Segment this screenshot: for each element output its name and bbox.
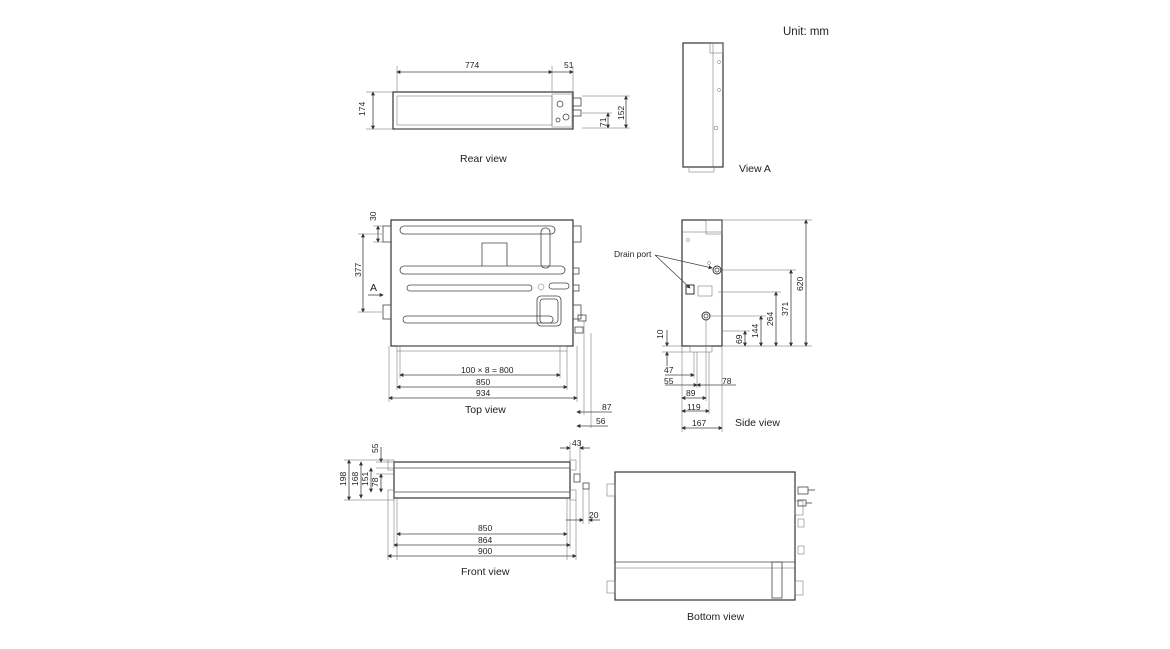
dim-top-pitch: 100 × 8 = 800 xyxy=(461,365,514,375)
dim-rear-174: 174 xyxy=(357,102,367,116)
dim-front-198: 198 xyxy=(338,472,348,486)
bottom-view-label: Bottom view xyxy=(687,611,745,623)
dim-rear-152: 152 xyxy=(616,106,626,120)
dim-rear-51: 51 xyxy=(564,60,574,70)
dim-front-20: 20 xyxy=(589,510,599,520)
dim-front-168: 168 xyxy=(350,472,360,486)
dim-top-934: 934 xyxy=(476,388,490,398)
dim-side-144: 144 xyxy=(750,324,760,338)
arrow-a-label: A xyxy=(370,282,377,294)
front-view: 55 43 198 168 151 78 850 864 900 20 xyxy=(338,438,600,578)
dim-side-371: 371 xyxy=(780,302,790,316)
bottom-view: Bottom view xyxy=(606,471,815,623)
dim-front-43: 43 xyxy=(572,438,582,448)
dim-top-850: 850 xyxy=(476,377,490,387)
dim-side-620: 620 xyxy=(795,277,805,291)
front-view-label: Front view xyxy=(461,566,510,578)
dim-side-69: 69 xyxy=(734,334,744,344)
dim-side-55: 55 xyxy=(664,376,674,386)
dim-side-89: 89 xyxy=(686,388,696,398)
dim-front-151: 151 xyxy=(360,472,370,486)
view-a-label: View A xyxy=(739,163,771,175)
dim-side-119: 119 xyxy=(687,402,701,412)
rear-view-label: Rear view xyxy=(460,153,507,165)
dim-top-87: 87 xyxy=(602,402,612,412)
dim-front-78: 78 xyxy=(370,477,380,487)
dim-side-10: 10 xyxy=(655,329,665,339)
dim-front-900: 900 xyxy=(478,546,492,556)
dim-rear-774: 774 xyxy=(465,60,479,70)
dim-top-377: 377 xyxy=(353,263,363,277)
unit-label: Unit: mm xyxy=(783,26,829,38)
dim-top-56: 56 xyxy=(596,416,606,426)
top-view: A 30 377 100 × 8 = 800 850 934 87 56 Top… xyxy=(353,211,612,428)
rear-view: 774 51 174 152 71 Rear view xyxy=(357,60,630,165)
dim-side-264: 264 xyxy=(765,312,775,326)
side-view: Drain port 620 371 264 144 69 10 47 xyxy=(614,219,812,432)
side-view-label: Side view xyxy=(735,417,780,429)
dim-side-167: 167 xyxy=(692,418,706,428)
dim-top-30: 30 xyxy=(368,211,378,221)
dim-side-78: 78 xyxy=(722,376,732,386)
drain-port-label: Drain port xyxy=(614,249,652,259)
dim-front-55: 55 xyxy=(370,443,380,453)
top-view-label: Top view xyxy=(465,404,506,416)
dim-rear-71: 71 xyxy=(598,117,608,127)
view-a: View A xyxy=(682,42,771,175)
dim-side-47: 47 xyxy=(664,365,674,375)
dim-front-850: 850 xyxy=(478,523,492,533)
dim-front-864: 864 xyxy=(478,535,492,545)
